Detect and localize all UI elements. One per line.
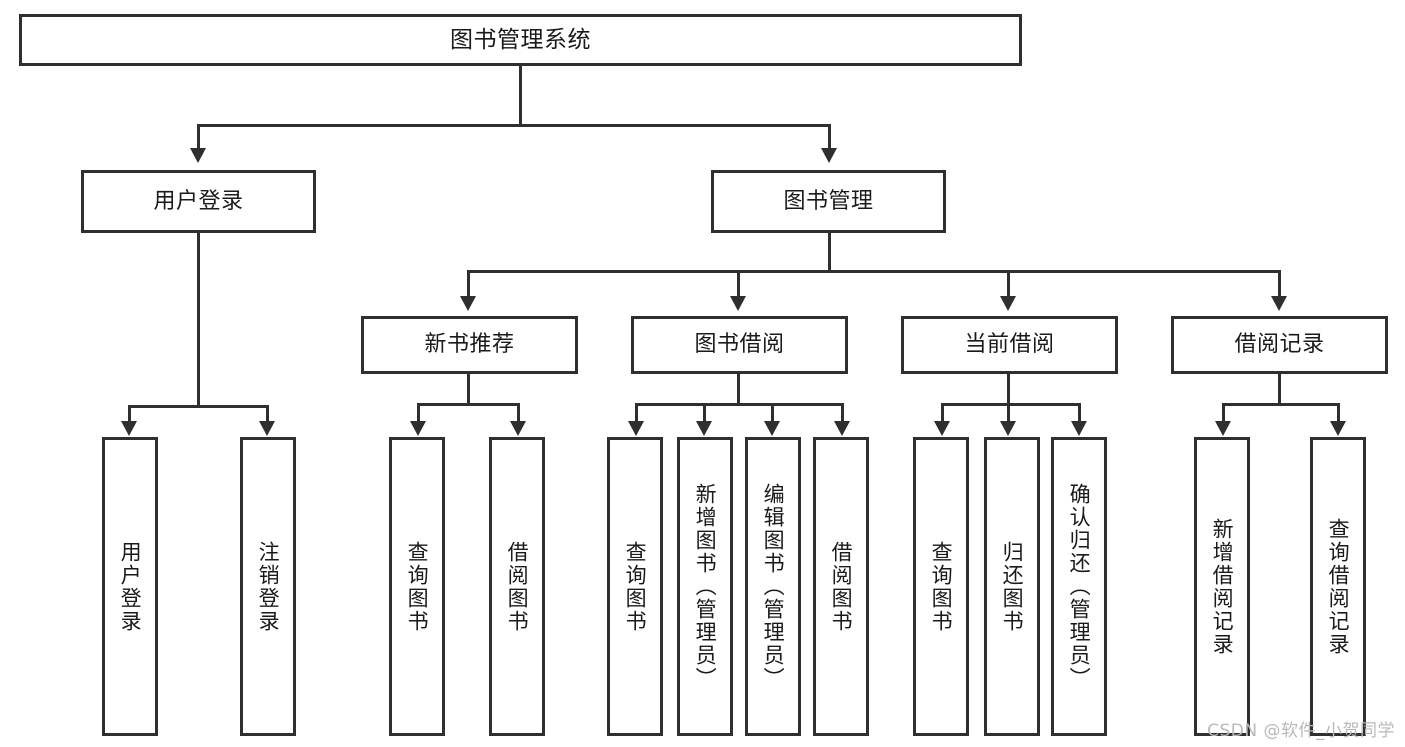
arrowhead-to-leaf-borrow-book-2 xyxy=(834,421,850,436)
leaf-add-book[interactable]: 新增图书（管理员） xyxy=(677,437,733,736)
arrowhead-to-leaf-return-book xyxy=(1000,421,1016,436)
connector-to-leaf-return-book xyxy=(1007,403,1010,423)
leaf-confirm-return[interactable]: 确认归还（管理员） xyxy=(1051,437,1107,736)
node-label: 图书管理系统 xyxy=(450,26,591,53)
connector-level3-bus xyxy=(467,270,1281,273)
leaf-borrow-book-2[interactable]: 借阅图书 xyxy=(813,437,869,736)
leaf-query-book-2[interactable]: 查询图书 xyxy=(607,437,663,736)
leaf-edit-book[interactable]: 编辑图书（管理员） xyxy=(745,437,801,736)
leaf-label: 查询图书 xyxy=(623,540,648,633)
connector-to-leaf-confirm-return xyxy=(1078,403,1081,423)
connector-to-leaf-query-book-3 xyxy=(941,403,944,423)
connector-to-leaf-edit-book xyxy=(771,403,774,423)
leaf-label: 确认归还（管理员） xyxy=(1067,483,1092,690)
connector-book-borrow-trunk xyxy=(737,374,740,406)
arrowhead-to-leaf-query-record xyxy=(1330,421,1346,436)
arrowhead-to-user-login xyxy=(190,148,206,163)
node-current-borrow[interactable]: 当前借阅 xyxy=(901,316,1118,374)
connector-to-leaf-logout-login xyxy=(266,405,269,423)
leaf-label: 用户登录 xyxy=(118,540,143,633)
leaf-logout-login[interactable]: 注销登录 xyxy=(240,437,296,736)
node-label: 当前借阅 xyxy=(964,332,1055,358)
leaf-query-record[interactable]: 查询借阅记录 xyxy=(1310,437,1366,736)
leaf-label: 归还图书 xyxy=(1000,540,1025,633)
arrowhead-to-leaf-query-book-3 xyxy=(934,421,950,436)
node-user-login[interactable]: 用户登录 xyxy=(81,170,316,233)
connector-to-leaf-query-book-2 xyxy=(635,403,638,423)
connector-to-leaf-borrow-book-1 xyxy=(517,403,520,423)
connector-borrow-record-trunk xyxy=(1278,374,1281,406)
connector-book-manage-trunk xyxy=(828,233,831,272)
node-label: 用户登录 xyxy=(153,188,244,214)
arrowhead-to-leaf-query-book-2 xyxy=(628,421,644,436)
connector-to-new-book-recommend xyxy=(467,270,470,298)
connector-to-book-manage xyxy=(828,124,831,150)
connector-new-book-bus xyxy=(417,403,520,406)
connector-current-borrow-trunk xyxy=(1007,374,1010,406)
connector-user-login-bus xyxy=(128,405,269,408)
node-borrow-record[interactable]: 借阅记录 xyxy=(1171,316,1388,374)
arrowhead-to-leaf-borrow-book-1 xyxy=(510,421,526,436)
connector-to-user-login xyxy=(197,124,200,150)
connector-to-leaf-query-record xyxy=(1337,403,1340,423)
watermark: CSDN @软件_小贺同学 xyxy=(1207,721,1395,741)
connector-level2-bus xyxy=(197,124,831,127)
connector-to-book-borrow xyxy=(737,270,740,298)
arrowhead-to-leaf-user-login xyxy=(121,421,137,436)
connector-new-book-trunk xyxy=(467,374,470,406)
arrowhead-to-leaf-confirm-return xyxy=(1071,421,1087,436)
connector-to-leaf-query-book-1 xyxy=(417,403,420,423)
node-label: 图书借阅 xyxy=(694,332,785,358)
leaf-add-record[interactable]: 新增借阅记录 xyxy=(1194,437,1250,736)
leaf-borrow-book-1[interactable]: 借阅图书 xyxy=(489,437,545,736)
node-book-borrow[interactable]: 图书借阅 xyxy=(631,316,848,374)
arrowhead-to-new-book-recommend xyxy=(460,296,476,311)
connector-to-current-borrow xyxy=(1007,270,1010,298)
node-book-management[interactable]: 图书管理 xyxy=(711,170,946,233)
node-label: 借阅记录 xyxy=(1234,332,1325,358)
leaf-label: 查询图书 xyxy=(405,540,430,633)
connector-root-trunk xyxy=(519,66,522,124)
arrowhead-to-book-borrow xyxy=(730,296,746,311)
connector-book-borrow-bus xyxy=(635,403,844,406)
connector-to-leaf-borrow-book-2 xyxy=(841,403,844,423)
node-label: 图书管理 xyxy=(783,188,874,214)
arrowhead-to-current-borrow xyxy=(1000,296,1016,311)
arrowhead-to-leaf-edit-book xyxy=(764,421,780,436)
node-new-book-recommend[interactable]: 新书推荐 xyxy=(361,316,578,374)
connector-current-borrow-bus xyxy=(941,403,1081,406)
arrowhead-to-leaf-add-book xyxy=(696,421,712,436)
connector-to-leaf-user-login xyxy=(128,405,131,423)
node-book-management-system[interactable]: 图书管理系统 xyxy=(19,14,1022,66)
arrowhead-to-borrow-record xyxy=(1271,296,1287,311)
connector-user-login-trunk xyxy=(197,233,200,408)
connector-borrow-record-bus xyxy=(1222,403,1340,406)
connector-to-leaf-add-book xyxy=(703,403,706,423)
arrowhead-to-leaf-query-book-1 xyxy=(410,421,426,436)
leaf-return-book[interactable]: 归还图书 xyxy=(984,437,1040,736)
leaf-query-book-3[interactable]: 查询图书 xyxy=(913,437,969,736)
arrowhead-to-leaf-logout-login xyxy=(259,421,275,436)
connector-to-borrow-record xyxy=(1278,270,1281,298)
arrowhead-to-leaf-add-record xyxy=(1215,421,1231,436)
leaf-label: 借阅图书 xyxy=(829,540,854,633)
arrowhead-to-book-manage xyxy=(821,148,837,163)
leaf-label: 编辑图书（管理员） xyxy=(761,483,786,690)
node-label: 新书推荐 xyxy=(424,332,515,358)
leaf-label: 查询图书 xyxy=(929,540,954,633)
leaf-query-book-1[interactable]: 查询图书 xyxy=(389,437,445,736)
leaf-label: 新增图书（管理员） xyxy=(693,483,718,690)
leaf-label: 借阅图书 xyxy=(505,540,530,633)
connector-to-leaf-add-record xyxy=(1222,403,1225,423)
leaf-user-login[interactable]: 用户登录 xyxy=(102,437,158,736)
leaf-label: 新增借阅记录 xyxy=(1210,517,1235,656)
leaf-label: 注销登录 xyxy=(256,540,281,633)
leaf-label: 查询借阅记录 xyxy=(1326,517,1351,656)
